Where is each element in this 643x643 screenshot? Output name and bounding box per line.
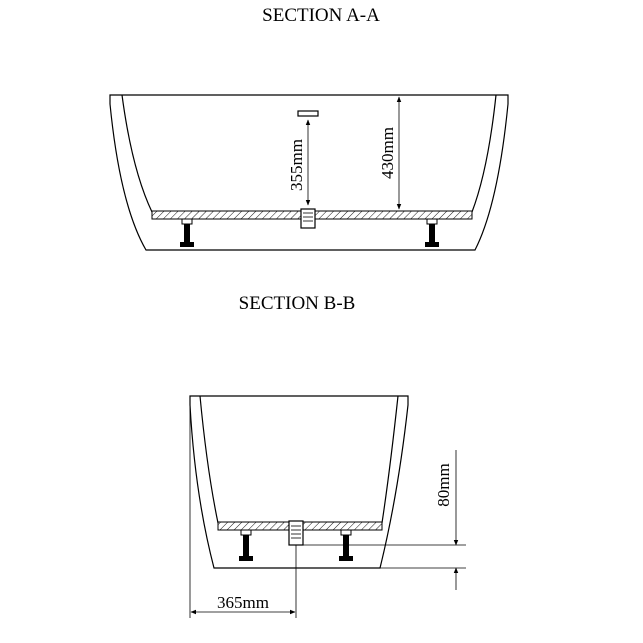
- section-b-foot-right: [339, 529, 353, 561]
- section-a-tub-inner: [121, 94, 497, 213]
- dim-label-365: 365mm: [217, 593, 269, 612]
- section-a-foot-right: [425, 218, 439, 247]
- section-b-title: SECTION B-B: [239, 293, 356, 314]
- section-a-overflow-cap: [297, 110, 319, 117]
- section-a-tub-outer: [109, 94, 509, 251]
- section-a-foot-left: [180, 218, 194, 247]
- section-a-title: SECTION A-A: [262, 5, 380, 26]
- section-b-view: SECTION B-B 80mm: [189, 293, 466, 618]
- section-b-tub-inner: [199, 395, 399, 524]
- section-b-foot-left: [239, 529, 253, 561]
- dim-label-355: 355mm: [287, 139, 306, 191]
- section-b-drain: [288, 520, 304, 546]
- section-a-view: SECTION A-A 355mm 430mm: [109, 5, 509, 251]
- section-a-drain: [300, 208, 316, 229]
- dim-label-80: 80mm: [434, 463, 453, 506]
- dim-label-430: 430mm: [378, 127, 397, 179]
